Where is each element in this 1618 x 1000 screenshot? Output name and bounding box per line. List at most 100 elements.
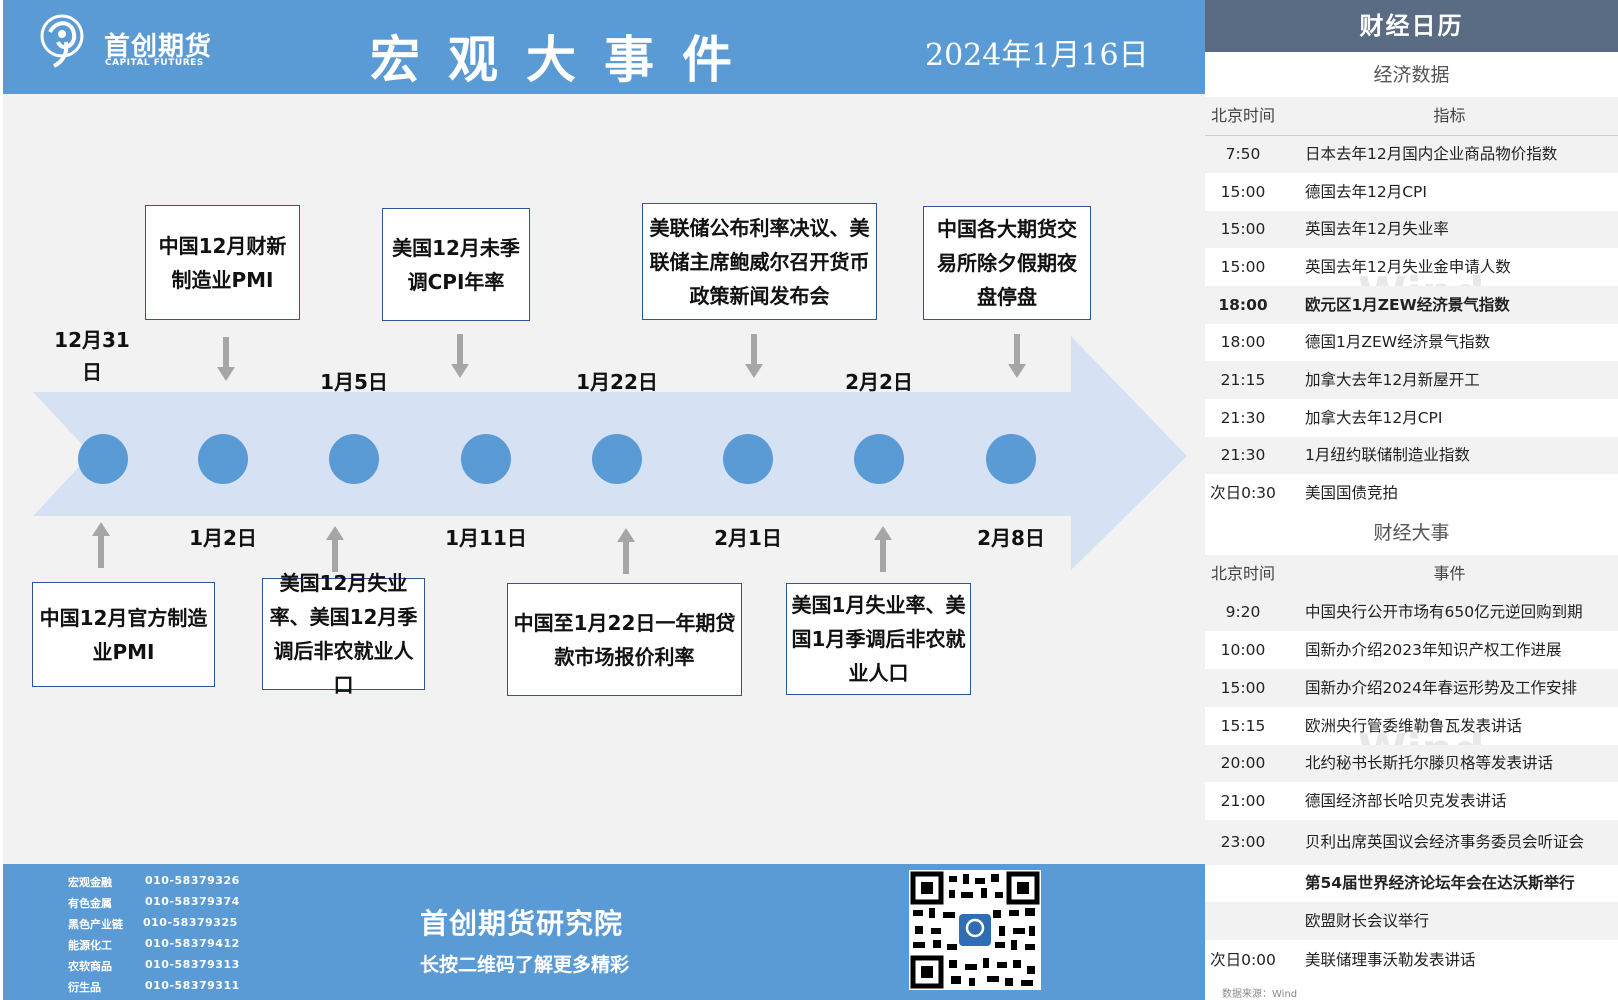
- row-description: 美国国债竞拍: [1305, 484, 1399, 502]
- event-box: 中国12月财新制造业PMI: [145, 205, 300, 320]
- col-time-header: 北京时间: [1210, 564, 1275, 583]
- contact-phone: 010-58379326: [145, 874, 240, 887]
- row-description: 国新办介绍2023年知识产权工作进展: [1305, 641, 1562, 659]
- table-row: 10:00 国新办介绍2023年知识产权工作进展: [1205, 631, 1618, 669]
- contact-department: 有色金属: [68, 897, 112, 910]
- table-row: 次日0:00 美联储理事沃勒发表讲话: [1205, 940, 1618, 980]
- contact-phone: 010-58379313: [145, 958, 240, 971]
- row-time: 21:00: [1220, 792, 1266, 810]
- timeline-dot: [198, 434, 248, 484]
- arrow-down-icon: [217, 337, 235, 381]
- logo-subtext: CAPITAL FUTURES: [105, 58, 204, 68]
- section-financial-events: 财经大事: [1205, 511, 1618, 555]
- event-box: 中国12月官方制造业PMI: [32, 582, 215, 687]
- row-time: 15:00: [1220, 679, 1266, 697]
- contact-phone: 010-58379374: [145, 895, 240, 908]
- row-description: 加拿大去年12月CPI: [1305, 409, 1443, 427]
- arrow-up-icon: [326, 526, 344, 572]
- timeline-dot: [329, 434, 379, 484]
- row-description: 国新办介绍2024年春运形势及工作安排: [1305, 679, 1577, 697]
- timeline-dot: [723, 434, 773, 484]
- row-time: 21:30: [1220, 409, 1266, 427]
- event-box: 中国各大期货交易所除夕假期夜盘停盘: [923, 206, 1091, 320]
- timeline-date: 2月8日: [977, 526, 1045, 550]
- row-time: 15:00: [1220, 220, 1266, 238]
- row-description: 欧洲央行管委维勒鲁瓦发表讲话: [1305, 717, 1523, 735]
- event-box: 美国12月未季调CPI年率: [382, 208, 530, 321]
- timeline-date: 2月2日: [845, 370, 913, 394]
- contact-department: 农软商品: [68, 960, 112, 973]
- table-row: 21:00 德国经济部长哈贝克发表讲话: [1205, 782, 1618, 820]
- table-row: 第54届世界经济论坛年会在达沃斯举行: [1205, 865, 1618, 902]
- report-date: 2024年1月16日: [925, 38, 1149, 73]
- data-source: 数据来源：Wind: [1222, 989, 1298, 1000]
- row-description: 英国去年12月失业金申请人数: [1305, 258, 1511, 276]
- arrow-up-icon: [92, 522, 110, 568]
- contact-department: 衍生品: [68, 981, 101, 994]
- timeline-dot: [461, 434, 511, 484]
- timeline-date: 1月22日: [576, 370, 658, 394]
- timeline-date: 1月5日: [320, 370, 388, 394]
- table-row: 15:00 英国去年12月失业金申请人数: [1205, 248, 1618, 286]
- footer-slogan: 长按二维码了解更多精彩: [420, 954, 630, 976]
- row-description: 德国经济部长哈贝克发表讲话: [1305, 792, 1507, 810]
- table-row: 21:30 加拿大去年12月CPI: [1205, 399, 1618, 437]
- logo-text: 首创期货: [104, 32, 213, 62]
- arrow-down-icon: [451, 334, 469, 378]
- table-row: 7:50 日本去年12月国内企业商品物价指数: [1205, 136, 1618, 173]
- row-time: 9:20: [1225, 603, 1261, 621]
- row-time: 15:00: [1220, 258, 1266, 276]
- page-title: 宏观大事件: [370, 30, 760, 89]
- row-time: 18:00: [1218, 296, 1268, 314]
- col-event-header: 事件: [1433, 564, 1466, 583]
- row-time: 10:00: [1220, 641, 1266, 659]
- row-description: 第54届世界经济论坛年会在达沃斯举行: [1305, 874, 1575, 892]
- row-description: 日本去年12月国内企业商品物价指数: [1305, 145, 1558, 163]
- row-description: 中国央行公开市场有650亿元逆回购到期: [1305, 603, 1583, 621]
- timeline-date: 1月11日: [445, 526, 527, 550]
- header-banner: [3, 0, 1205, 94]
- timeline-date: 12月31日: [54, 328, 130, 384]
- timeline-date: 2月1日: [714, 526, 782, 550]
- timeline-date: 1月2日: [189, 526, 257, 550]
- row-description: 美联储理事沃勒发表讲话: [1305, 951, 1476, 969]
- contact-phone: 010-58379311: [145, 979, 240, 992]
- row-time: 次日0:30: [1210, 484, 1276, 502]
- qr-code-icon[interactable]: [909, 870, 1041, 990]
- row-description: 欧盟财长会议举行: [1305, 912, 1430, 930]
- arrow-up-icon: [617, 528, 635, 574]
- row-time: 7:50: [1225, 145, 1261, 163]
- arrow-down-icon: [745, 334, 763, 378]
- col-indicator-header: 指标: [1433, 106, 1466, 125]
- event-box: 美国12月失业率、美国12月季调后非农就业人口: [262, 571, 425, 697]
- timeline-dot: [854, 434, 904, 484]
- institute-name: 首创期货研究院: [420, 907, 624, 940]
- timeline-dot: [592, 434, 642, 484]
- table-row: 15:00 国新办介绍2024年春运形势及工作安排: [1205, 669, 1618, 707]
- row-time: 次日0:00: [1210, 951, 1276, 969]
- event-box: 美联储公布利率决议、美联储主席鲍威尔召开货币政策新闻发布会: [642, 203, 877, 320]
- contact-department: 能源化工: [68, 939, 112, 952]
- table-row: 18:00 欧元区1月ZEW经济景气指数: [1205, 286, 1618, 324]
- capital-futures-logo-icon: [40, 14, 84, 68]
- contact-phone: 010-58379325: [143, 916, 238, 929]
- table-row: 9:20 中国央行公开市场有650亿元逆回购到期: [1205, 593, 1618, 631]
- row-time: 23:00: [1220, 833, 1266, 851]
- arrow-down-icon: [1008, 334, 1026, 378]
- row-description: 欧元区1月ZEW经济景气指数: [1305, 296, 1510, 314]
- contact-phone: 010-58379412: [145, 937, 240, 950]
- row-description: 北约秘书长斯托尔滕贝格等发表讲话: [1305, 754, 1554, 772]
- timeline-dot: [78, 434, 128, 484]
- row-description: 1月纽约联储制造业指数: [1305, 446, 1470, 464]
- col-time-header: 北京时间: [1210, 106, 1275, 125]
- arrow-up-icon: [874, 526, 892, 572]
- row-description: 加拿大去年12月新屋开工: [1305, 371, 1480, 389]
